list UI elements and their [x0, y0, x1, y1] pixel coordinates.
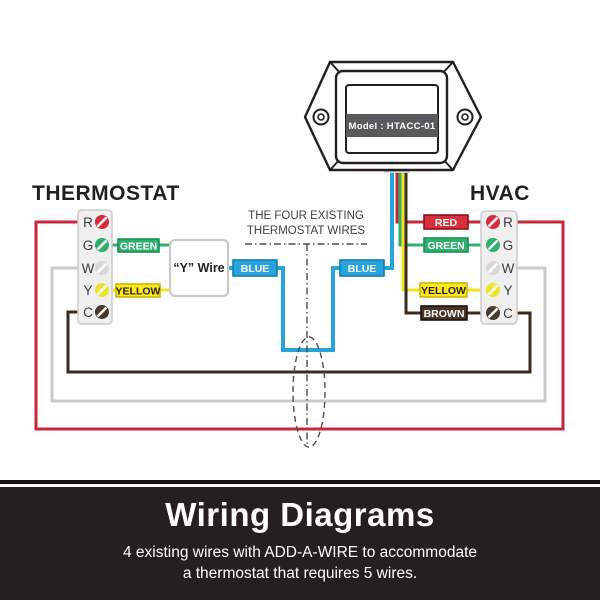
chip-label: BLUE [241, 263, 270, 275]
screw-slot [487, 262, 499, 274]
chip-label: YELLOW [421, 285, 466, 297]
terminal-label: G [503, 238, 514, 253]
terminal-label: R [503, 215, 513, 230]
device-model-label: Model : HTACC-01 [349, 121, 436, 132]
chip-body [420, 305, 468, 321]
screw-slot [96, 306, 108, 318]
screw-slot [487, 284, 499, 296]
red-chip-right: RED [423, 214, 469, 230]
screw-slot [96, 262, 108, 274]
banner-subtitle-line2: a thermostat that requires 5 wires. [182, 564, 418, 582]
device-model-band [346, 114, 438, 137]
y-wire-box: “Y” Wire [168, 238, 230, 298]
screw-slot [487, 307, 499, 319]
chip-label: BLUE [348, 263, 377, 275]
chip-body [423, 237, 469, 253]
terminal-label: C [83, 305, 93, 320]
chip-label: RED [435, 217, 458, 229]
annotation-line1: THE FOUR EXISTING [248, 210, 364, 222]
thermostat-title: THERMOSTAT [32, 182, 180, 205]
mounting-hole-icon [461, 113, 469, 121]
caption-banner: Wiring Diagrams 4 existing wires with AD… [0, 484, 600, 600]
banner-subtitle-line1: 4 existing wires with ADD-A-WIRE to acco… [122, 544, 478, 561]
red-loop-wire [34, 220, 565, 431]
chip-label: GREEN [427, 240, 464, 252]
chip-body [117, 238, 160, 253]
terminal-label: W [82, 261, 95, 276]
hvac-title: HVAC [470, 182, 530, 205]
chip-body [423, 214, 469, 230]
chip-body [419, 282, 468, 298]
yellow-chip-left: YELLOW [115, 283, 161, 298]
wiring-diagram-canvas: Model : HTACC-01 THERMOSTAT HVAC R G W Y… [32, 60, 565, 448]
terminal-label: C [503, 306, 513, 321]
chip-body [232, 259, 278, 277]
green-chip-right: GREEN [423, 237, 469, 253]
white-loop-wire [50, 266, 547, 403]
green-device-wire [398, 172, 481, 247]
screw-slot [96, 239, 108, 251]
terminal-label: Y [503, 283, 512, 298]
chip-label: GREEN [120, 241, 157, 253]
annotation-line2: THERMOSTAT WIRES [247, 225, 366, 237]
screw-slot [487, 239, 499, 251]
brown-loop-wire [66, 310, 532, 374]
chip-label: BROWN [424, 308, 465, 320]
yellow-chip-right: YELLOW [419, 282, 468, 298]
screw-slot [96, 284, 108, 296]
y-wire-box-body [168, 238, 230, 298]
callout-ellipse [292, 336, 326, 448]
blue-add-a-wire [228, 172, 394, 352]
mounting-hole-icon [317, 113, 325, 121]
hvac-terminal-block: R G W Y C [480, 210, 518, 325]
banner-title: Wiring Diagrams [165, 496, 435, 533]
chip-label: YELLOW [116, 286, 161, 298]
terminal-label: G [83, 238, 94, 253]
blue-chip-left: BLUE [232, 259, 278, 277]
terminal-label: Y [83, 283, 92, 298]
thermostat-terminal-block: R G W Y C [77, 209, 113, 325]
chip-body [115, 283, 161, 298]
banner-top-rule [0, 480, 600, 484]
screw-slot [487, 216, 499, 228]
terminal-label: W [502, 261, 515, 276]
green-chip-left: GREEN [117, 238, 160, 253]
add-a-wire-device: Model : HTACC-01 [303, 60, 483, 173]
chip-body [339, 259, 385, 277]
blue-chip-right: BLUE [339, 259, 385, 277]
brown-chip-right: BROWN [420, 305, 468, 321]
screw-slot [96, 216, 108, 228]
terminal-label: R [83, 215, 93, 230]
y-wire-box-label: “Y” Wire [173, 261, 224, 275]
